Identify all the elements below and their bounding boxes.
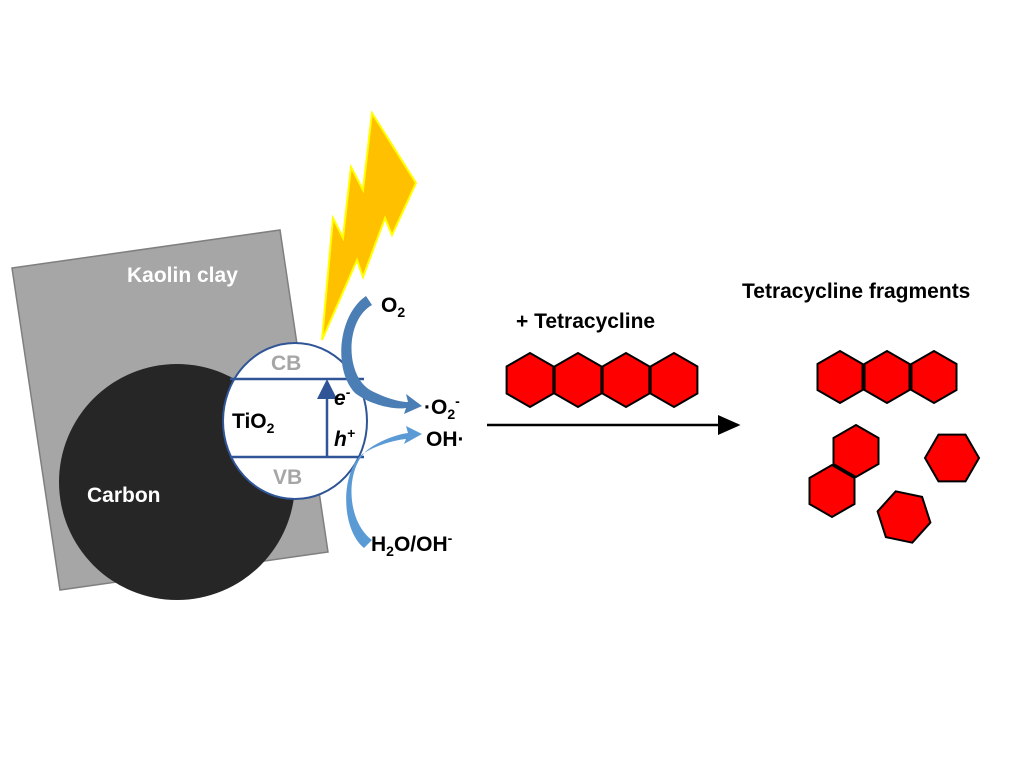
water-h: H bbox=[371, 533, 387, 556]
tio2-subscript: 2 bbox=[266, 420, 275, 437]
kaolin-label: Kaolin clay bbox=[127, 264, 238, 287]
cb-label: CB bbox=[271, 352, 302, 375]
water-rest: O/OH bbox=[393, 533, 448, 556]
tio2-label: TiO2 bbox=[232, 410, 274, 436]
fragment-ring bbox=[923, 433, 981, 483]
hole-label: h+ bbox=[334, 425, 355, 452]
molecules bbox=[505, 349, 981, 544]
fragment-ring bbox=[910, 349, 958, 405]
water-charge: - bbox=[447, 530, 453, 546]
superoxide-text: ·O bbox=[424, 396, 448, 419]
tetracycline-ring bbox=[649, 351, 699, 409]
superoxide-charge: - bbox=[455, 393, 460, 409]
tetracycline-ring bbox=[553, 351, 603, 409]
hole-text: h bbox=[334, 428, 347, 451]
fragment-ring bbox=[876, 490, 932, 544]
fragment-ring bbox=[863, 349, 911, 405]
fragment-ring bbox=[808, 463, 856, 519]
light-bolt-icon bbox=[321, 110, 418, 341]
fragment-ring bbox=[832, 423, 880, 479]
tetracycline-ring bbox=[601, 351, 651, 409]
hole-charge: + bbox=[346, 425, 356, 441]
o2-subscript: 2 bbox=[397, 304, 406, 321]
superoxide-label: ·O2- bbox=[424, 393, 460, 422]
o2-reduction-arrow bbox=[341, 296, 422, 414]
product-label: Tetracycline fragments bbox=[742, 280, 971, 303]
water-subscript: 2 bbox=[386, 543, 394, 560]
reactant-label: + Tetracycline bbox=[516, 310, 656, 333]
superoxide-subscript: 2 bbox=[447, 406, 456, 423]
vb-label: VB bbox=[273, 466, 303, 489]
fragment-ring bbox=[816, 349, 864, 405]
tetracycline-ring bbox=[505, 351, 555, 409]
hydroxyl-dot: · bbox=[457, 428, 465, 451]
hydroxyl-label: OH· bbox=[426, 428, 465, 452]
water-label: H2O/OH- bbox=[371, 530, 452, 559]
carbon-label: Carbon bbox=[87, 484, 161, 507]
electron-charge: - bbox=[345, 384, 351, 400]
tio2-text: TiO bbox=[232, 410, 267, 433]
electron-text: e bbox=[334, 387, 346, 410]
electron-label: e- bbox=[334, 384, 350, 411]
o2-label: O2 bbox=[381, 294, 405, 320]
hydroxyl-text: OH bbox=[426, 428, 458, 451]
o2-text: O bbox=[381, 294, 398, 317]
water-oxidation-arrow bbox=[346, 426, 422, 548]
